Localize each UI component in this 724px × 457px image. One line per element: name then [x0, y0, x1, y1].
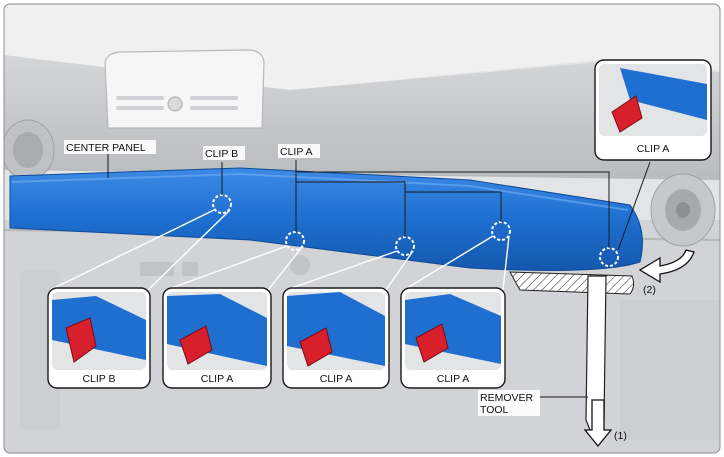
- inset-clip-a-3: CLIP A: [400, 287, 506, 389]
- callout-lines: [107, 152, 651, 251]
- inset-4-label: CLIP A: [437, 373, 470, 385]
- center-panel: [9, 167, 643, 271]
- down-arrow-icon: [583, 399, 613, 448]
- clip-a-marker-1-icon: [285, 231, 305, 251]
- clip-b-label: CLIP B: [205, 148, 238, 160]
- center-panel-label: CENTER PANEL: [66, 142, 146, 154]
- inset-top-right: CLIP A: [594, 59, 712, 161]
- trim-section-hatched: [509, 271, 635, 295]
- inset-top-right-label: CLIP A: [637, 143, 670, 155]
- inset-1-label: CLIP B: [82, 373, 115, 385]
- curved-arrow-icon: [638, 249, 695, 284]
- remover-tool-label-line2: TOOL: [480, 404, 509, 416]
- inset-clip-b: CLIP B: [47, 287, 151, 389]
- clip-a-label: CLIP A: [280, 146, 313, 158]
- remover-tool-label-line1: REMOVER: [480, 392, 534, 404]
- inset-clip-a-2: CLIP A: [282, 287, 390, 389]
- step-1-label: (1): [614, 430, 627, 442]
- step-2-label: (2): [643, 284, 656, 296]
- inset-2-label: CLIP A: [201, 373, 234, 385]
- inset-clip-a-1: CLIP A: [162, 287, 272, 389]
- diagram-frame: [3, 3, 721, 454]
- inset-leader-lines: [49, 209, 510, 291]
- inset-3-label: CLIP A: [320, 373, 353, 385]
